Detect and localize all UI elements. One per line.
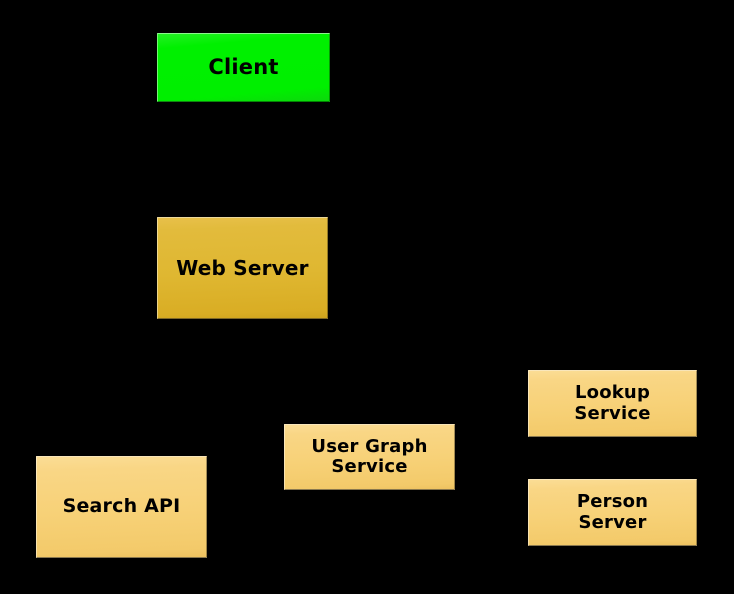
node-web-server-label: Web Server bbox=[176, 255, 309, 280]
node-user-graph-service[interactable]: User Graph Service bbox=[284, 424, 455, 490]
node-person-server[interactable]: Person Server bbox=[528, 479, 697, 546]
node-search-api-label: Search API bbox=[62, 495, 181, 518]
node-lookup-service-label: Lookup Service bbox=[574, 382, 651, 424]
node-client[interactable]: Client bbox=[157, 33, 330, 102]
node-client-label: Client bbox=[208, 54, 279, 79]
node-web-server[interactable]: Web Server bbox=[157, 217, 328, 319]
node-person-server-label: Person Server bbox=[576, 491, 649, 533]
node-lookup-service[interactable]: Lookup Service bbox=[528, 370, 697, 437]
node-user-graph-service-label: User Graph Service bbox=[311, 435, 428, 477]
node-search-api[interactable]: Search API bbox=[36, 456, 207, 558]
